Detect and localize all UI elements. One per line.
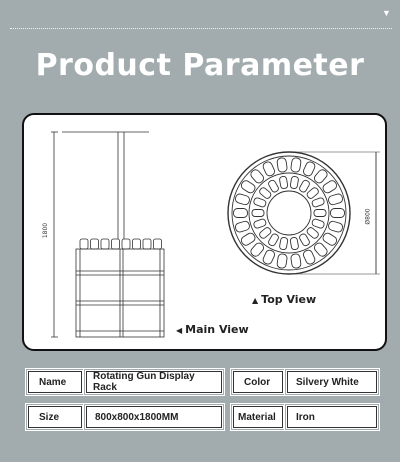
gun-slot-inner — [289, 237, 299, 251]
gun-slot-outer — [250, 169, 265, 184]
product-drawing — [51, 131, 380, 338]
gun-slot-inner — [306, 227, 319, 239]
gun-slot-inner — [253, 218, 267, 229]
gun-slot-outer — [328, 193, 344, 206]
spec-value-material: Iron — [286, 405, 378, 429]
spec-value-size: 800x800x1800MM — [85, 405, 223, 429]
gun-slot-outer — [290, 253, 302, 269]
top-view-drawing — [227, 151, 380, 275]
gun-slot-inner — [259, 187, 272, 199]
holder-slot — [111, 238, 120, 250]
gun-slot-outer — [322, 180, 338, 194]
gun-slot-outer — [303, 249, 316, 265]
gun-slot-outer — [276, 157, 288, 173]
main-view-drawing — [51, 131, 165, 338]
gun-slot-outer — [250, 242, 265, 257]
gun-slot-outer — [328, 220, 344, 233]
gun-slot-inner — [289, 175, 299, 189]
gun-slot-outer — [234, 220, 250, 233]
holder-slot — [121, 238, 131, 250]
gun-slot-outer — [330, 208, 345, 218]
spec-label-color: Color — [232, 370, 284, 394]
holder-slot — [132, 238, 141, 250]
gun-slot-inner — [259, 227, 272, 239]
gun-slot-inner — [268, 233, 279, 247]
top-view-text: Top View — [261, 293, 317, 306]
holder-slot — [100, 238, 110, 250]
gun-slot-inner — [311, 218, 325, 229]
gun-slot-inner — [313, 209, 327, 217]
header-divider — [10, 28, 392, 29]
spec-value-name: Rotating Gun Display Rack — [85, 370, 223, 394]
gun-slot-inner — [306, 187, 319, 199]
gun-slot-outer — [262, 161, 275, 177]
top-view-label: ▲Top View — [252, 293, 316, 306]
spec-label-material: Material — [232, 405, 284, 429]
gun-slot-outer — [322, 232, 338, 246]
triangle-left-icon: ◀ — [176, 326, 183, 335]
holder-slot — [90, 238, 99, 250]
triangle-up-icon: ▲ — [252, 296, 259, 305]
holder-slot — [79, 238, 89, 250]
page-title: Product Parameter — [35, 48, 365, 83]
gun-slot-outer — [234, 193, 250, 206]
gun-slot-inner — [279, 237, 289, 251]
gun-slot-inner — [251, 209, 265, 217]
gun-slot-outer — [240, 232, 256, 246]
holder-slot — [153, 238, 162, 250]
gun-slot-inner — [268, 179, 279, 193]
gun-slot-outer — [303, 161, 316, 177]
gun-slot-inner — [253, 197, 267, 208]
spec-label-size: Size — [27, 405, 83, 429]
triangle-down-icon[interactable]: ▼ — [382, 8, 391, 18]
gun-slot-outer — [313, 242, 328, 257]
gun-slot-outer — [233, 208, 248, 218]
product-diagram-panel: 1800 Ø800 ▲Top View ◀Main View — [22, 113, 387, 351]
height-dimension-label: 1800 — [42, 222, 50, 239]
gun-slot-outer — [290, 157, 302, 173]
spec-label-name: Name — [27, 370, 83, 394]
gun-slot-outer — [262, 249, 275, 265]
gun-slot-inner — [299, 233, 310, 247]
main-view-text: Main View — [185, 323, 249, 336]
gun-slot-outer — [313, 169, 328, 184]
diameter-dimension-label: Ø800 — [364, 208, 372, 225]
holder-slot — [142, 238, 152, 250]
spec-value-color: Silvery White — [286, 370, 378, 394]
gun-slot-outer — [240, 180, 256, 194]
gun-slot-outer — [276, 253, 288, 269]
gun-slot-inner — [311, 197, 325, 208]
gun-slot-inner — [299, 179, 310, 193]
main-view-label: ◀Main View — [176, 323, 249, 336]
gun-slot-inner — [279, 175, 289, 189]
